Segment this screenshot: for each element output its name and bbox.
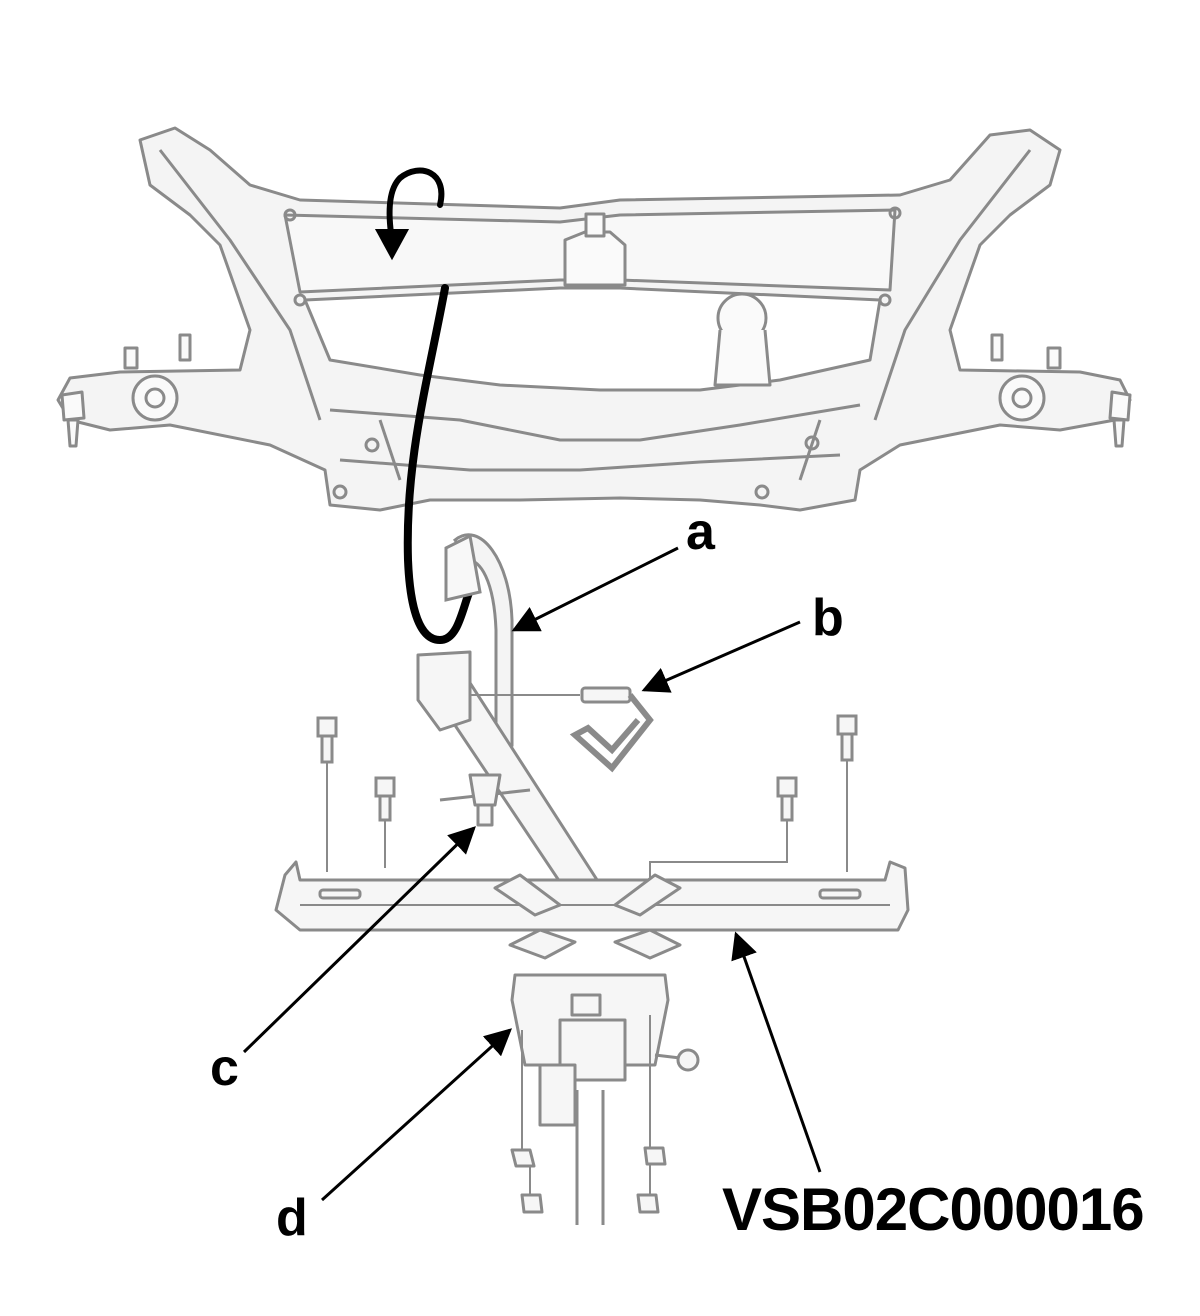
- callout-a-label: a: [686, 503, 715, 561]
- bolts: [316, 714, 858, 880]
- figure-id: VSB02C000016: [722, 1176, 1145, 1243]
- rotation-arrow: [374, 167, 445, 261]
- callout-b-label: b: [812, 589, 844, 647]
- callout-d-label: d: [276, 1189, 308, 1247]
- leader-cradle: [731, 931, 822, 1173]
- callout-c-label: c: [210, 1039, 239, 1097]
- strap: [403, 284, 514, 747]
- subframe: [56, 126, 1132, 512]
- leader-c: [242, 826, 476, 1054]
- retaining-pin: [569, 686, 654, 773]
- jack-head: [510, 973, 700, 1225]
- leader-lines: [242, 546, 822, 1202]
- leader-b: [641, 620, 801, 693]
- leader-a: [511, 546, 679, 632]
- leader-d: [320, 1028, 513, 1202]
- cradle-plate: [274, 860, 910, 960]
